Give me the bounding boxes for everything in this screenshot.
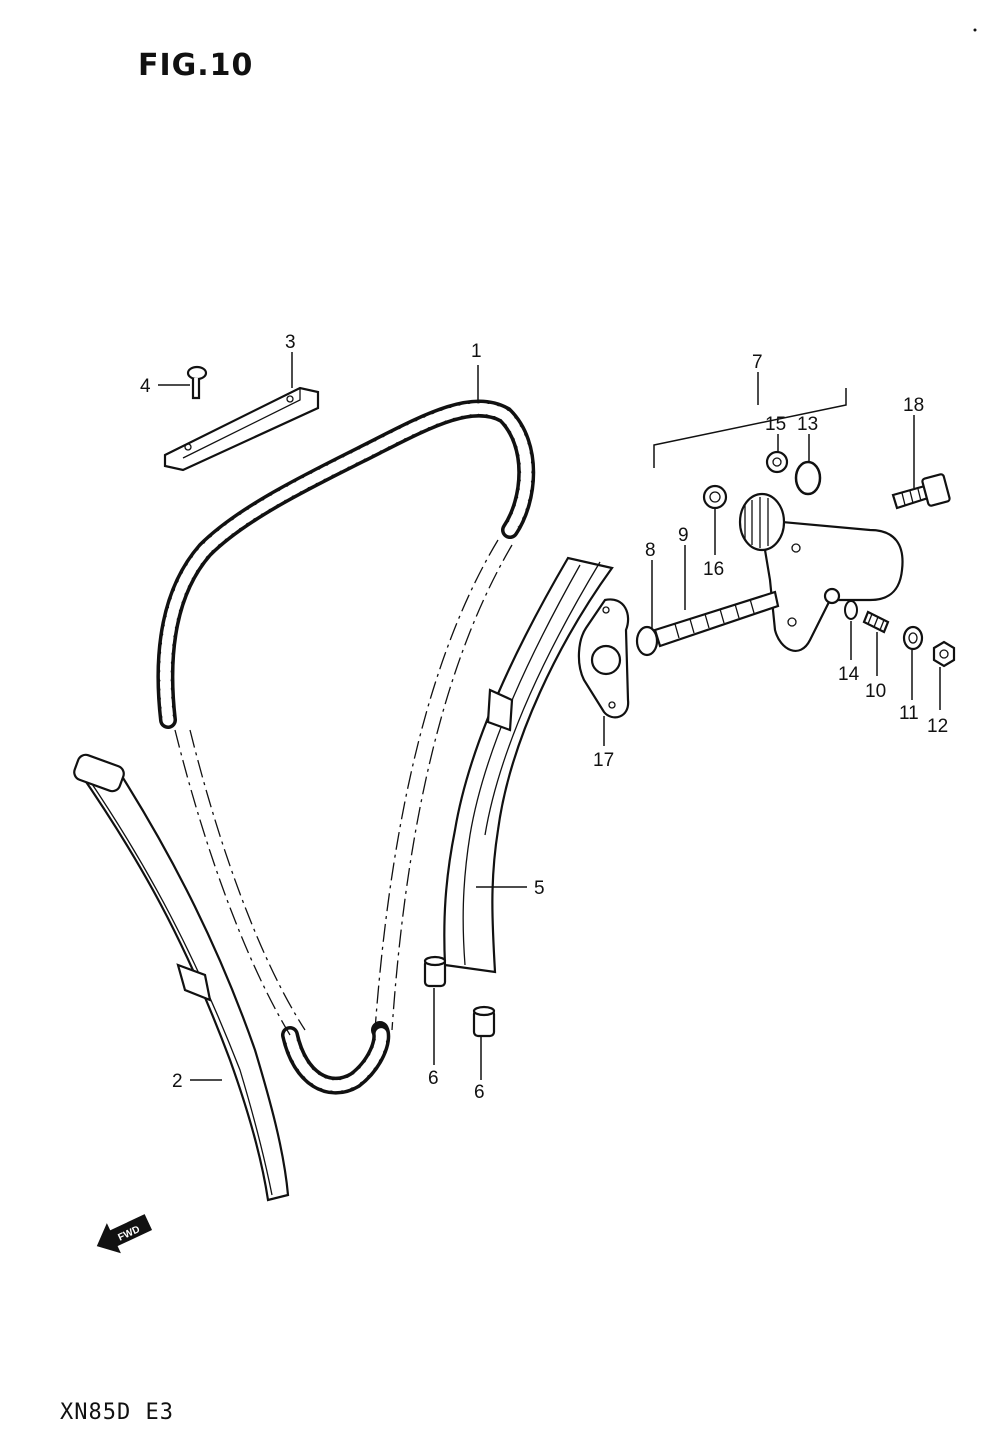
- leader-lines: [158, 352, 941, 1081]
- part-17-gasket: [577, 598, 630, 719]
- callout-6b: 6: [474, 1082, 485, 1103]
- callout-2: 2: [172, 1071, 183, 1092]
- callout-10: 10: [865, 681, 886, 702]
- callout-5: 5: [534, 878, 545, 899]
- callout-8: 8: [645, 540, 656, 561]
- callout-11: 11: [899, 703, 919, 724]
- part-8-plunger: [635, 625, 659, 657]
- part-3-guide-bar: [163, 386, 320, 472]
- callout-3: 3: [285, 332, 296, 353]
- part-6-damper-a: [423, 955, 447, 988]
- part-11-washer: [902, 625, 924, 651]
- callout-15: 15: [765, 414, 786, 435]
- part-15-oil-seal: [765, 450, 789, 474]
- part-5-tensioner-guide: [443, 556, 614, 974]
- part-2-chain-guide: [73, 753, 290, 1202]
- figure-title: FIG.10: [138, 48, 254, 83]
- callout-1: 1: [471, 341, 482, 362]
- callout-4: 4: [140, 376, 151, 397]
- part-18-bolt: [891, 473, 951, 510]
- part-12-nut: [932, 640, 956, 668]
- part-4-screw: [186, 365, 208, 400]
- bracket-7: [653, 388, 847, 468]
- part-7-tensioner-body: [738, 492, 904, 652]
- callout-16: 16: [703, 559, 724, 580]
- fwd-arrow-icon: FWD: [96, 1214, 153, 1254]
- part-6-damper-b: [472, 1005, 496, 1038]
- part-16-washer: [702, 484, 728, 510]
- part-10-spring: [862, 610, 890, 634]
- callout-17: 17: [593, 750, 614, 771]
- model-code: XN85D E3: [60, 1400, 174, 1425]
- callout-18: 18: [903, 395, 924, 416]
- callout-12: 12: [927, 716, 948, 737]
- part-14-o-ring: [844, 600, 858, 620]
- callout-13: 13: [797, 414, 818, 435]
- callout-9: 9: [678, 525, 689, 546]
- part-1-cam-chain: [156, 399, 536, 1095]
- callout-labels: 1 3 4 7 15 13 18 16 8 9 14 10 11 12 17 5…: [140, 332, 948, 1103]
- callout-7: 7: [752, 352, 763, 373]
- part-9-push-rod: [653, 590, 780, 648]
- callout-6a: 6: [428, 1068, 439, 1089]
- part-13-o-ring: [794, 460, 822, 496]
- callout-14: 14: [838, 664, 860, 685]
